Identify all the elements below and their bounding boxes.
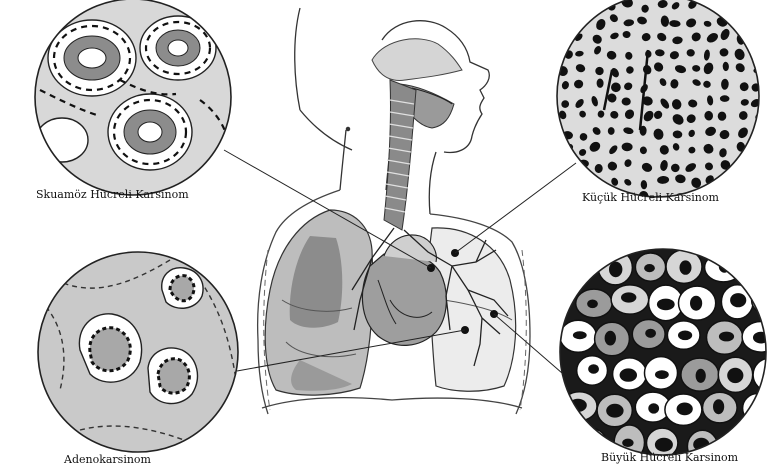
large-cell-body: [705, 253, 743, 282]
small-cell-nucleus: [559, 179, 570, 191]
large-cell-nucleus: [655, 370, 669, 379]
large-cell-nucleus: [761, 296, 773, 307]
large-cell-nucleus: [727, 368, 743, 383]
small-cell-nucleus: [751, 14, 762, 26]
label-squamous-cell-carcinoma: Skuamöz Hücreli Karsinom: [36, 188, 189, 201]
large-cell-nucleus: [655, 438, 673, 452]
large-cell-nucleus: [762, 439, 773, 449]
small-cell-nucleus: [590, 178, 598, 188]
squamous-cell-micrograph: [30, 0, 240, 200]
large-cell-nucleus: [724, 442, 740, 450]
small-cell-nucleus: [737, 155, 752, 169]
large-cell-nucleus: [585, 439, 596, 450]
head-airway: [372, 39, 462, 128]
small-cell-nucleus: [736, 190, 749, 200]
large-cell-nucleus: [677, 403, 693, 416]
large-cell-nucleus: [696, 369, 706, 383]
large-cell-nucleus: [678, 331, 692, 341]
small-cell-nucleus: [756, 142, 766, 152]
small-cell-nucleus: [561, 195, 572, 206]
small-cell-nucleus: [755, 50, 766, 60]
small-cell-nucleus: [739, 172, 751, 184]
large-cell-nucleus: [569, 260, 587, 271]
small-cell-nucleus: [737, 14, 747, 23]
small-cell-nucleus: [562, 16, 573, 27]
large-cell-nucleus: [719, 332, 734, 342]
label-large-cell-carcinoma: Büyük Hücreli Karsinom: [601, 451, 739, 464]
diaphragm: [262, 398, 522, 408]
right-lung: [265, 210, 372, 395]
small-cell-nucleus: [721, 189, 732, 200]
large-cell-nucleus: [622, 439, 633, 447]
large-cell-nucleus: [648, 403, 659, 413]
large-cell-nucleus: [730, 293, 746, 307]
large-cell-nucleus: [690, 296, 702, 311]
large-cell-body: [740, 249, 773, 281]
large-cell-nucleus: [644, 264, 655, 272]
large-cell-body: [562, 249, 592, 284]
small-cell-nucleus: [576, 0, 587, 9]
small-cell-nucleus: [593, 2, 599, 12]
large-cell-nucleus: [606, 404, 623, 418]
heart: [362, 235, 446, 345]
small-cell-nucleus: [756, 0, 765, 10]
small-cell-nucleus: [574, 176, 586, 189]
large-cell-nucleus: [680, 260, 692, 274]
large-cell-nucleus: [588, 364, 599, 374]
large-cell-nucleus: [753, 332, 769, 344]
large-cell-nucleus: [621, 292, 636, 302]
small-cell-nucleus: [752, 156, 759, 167]
adenocarcinoma-micrograph: [36, 250, 246, 455]
trachea: [384, 80, 416, 230]
leader-small: [455, 163, 576, 253]
large-cell-nucleus: [713, 399, 724, 414]
large-cell-nucleus: [573, 331, 587, 339]
large-cell-nucleus: [587, 300, 598, 309]
large-cell-micrograph: [558, 247, 773, 462]
small-cell-nucleus: [561, 162, 574, 174]
label-small-cell-carcinoma: Küçük Hücreli Karsinom: [582, 191, 720, 204]
large-cell-body: [751, 429, 773, 457]
small-cell-nucleus: [561, 2, 569, 11]
large-cell-nucleus: [752, 259, 762, 272]
large-cell-nucleus: [620, 368, 637, 381]
large-cell-nucleus: [605, 331, 616, 346]
large-cell-nucleus: [645, 329, 656, 338]
small-cell-nucleus: [750, 192, 758, 200]
small-cell-nucleus: [723, 2, 731, 11]
large-cell-body: [743, 394, 773, 424]
small-cell-nucleus: [559, 28, 568, 40]
large-cell-nucleus: [657, 299, 675, 311]
small-cell-nucleus: [756, 35, 764, 43]
small-cell-micrograph: [555, 0, 766, 207]
small-cell-nucleus: [757, 126, 765, 135]
small-cell-nucleus: [749, 175, 762, 187]
label-adenocarcinoma: Adenokarsinom: [63, 453, 152, 466]
small-cell-nucleus: [733, 0, 745, 8]
